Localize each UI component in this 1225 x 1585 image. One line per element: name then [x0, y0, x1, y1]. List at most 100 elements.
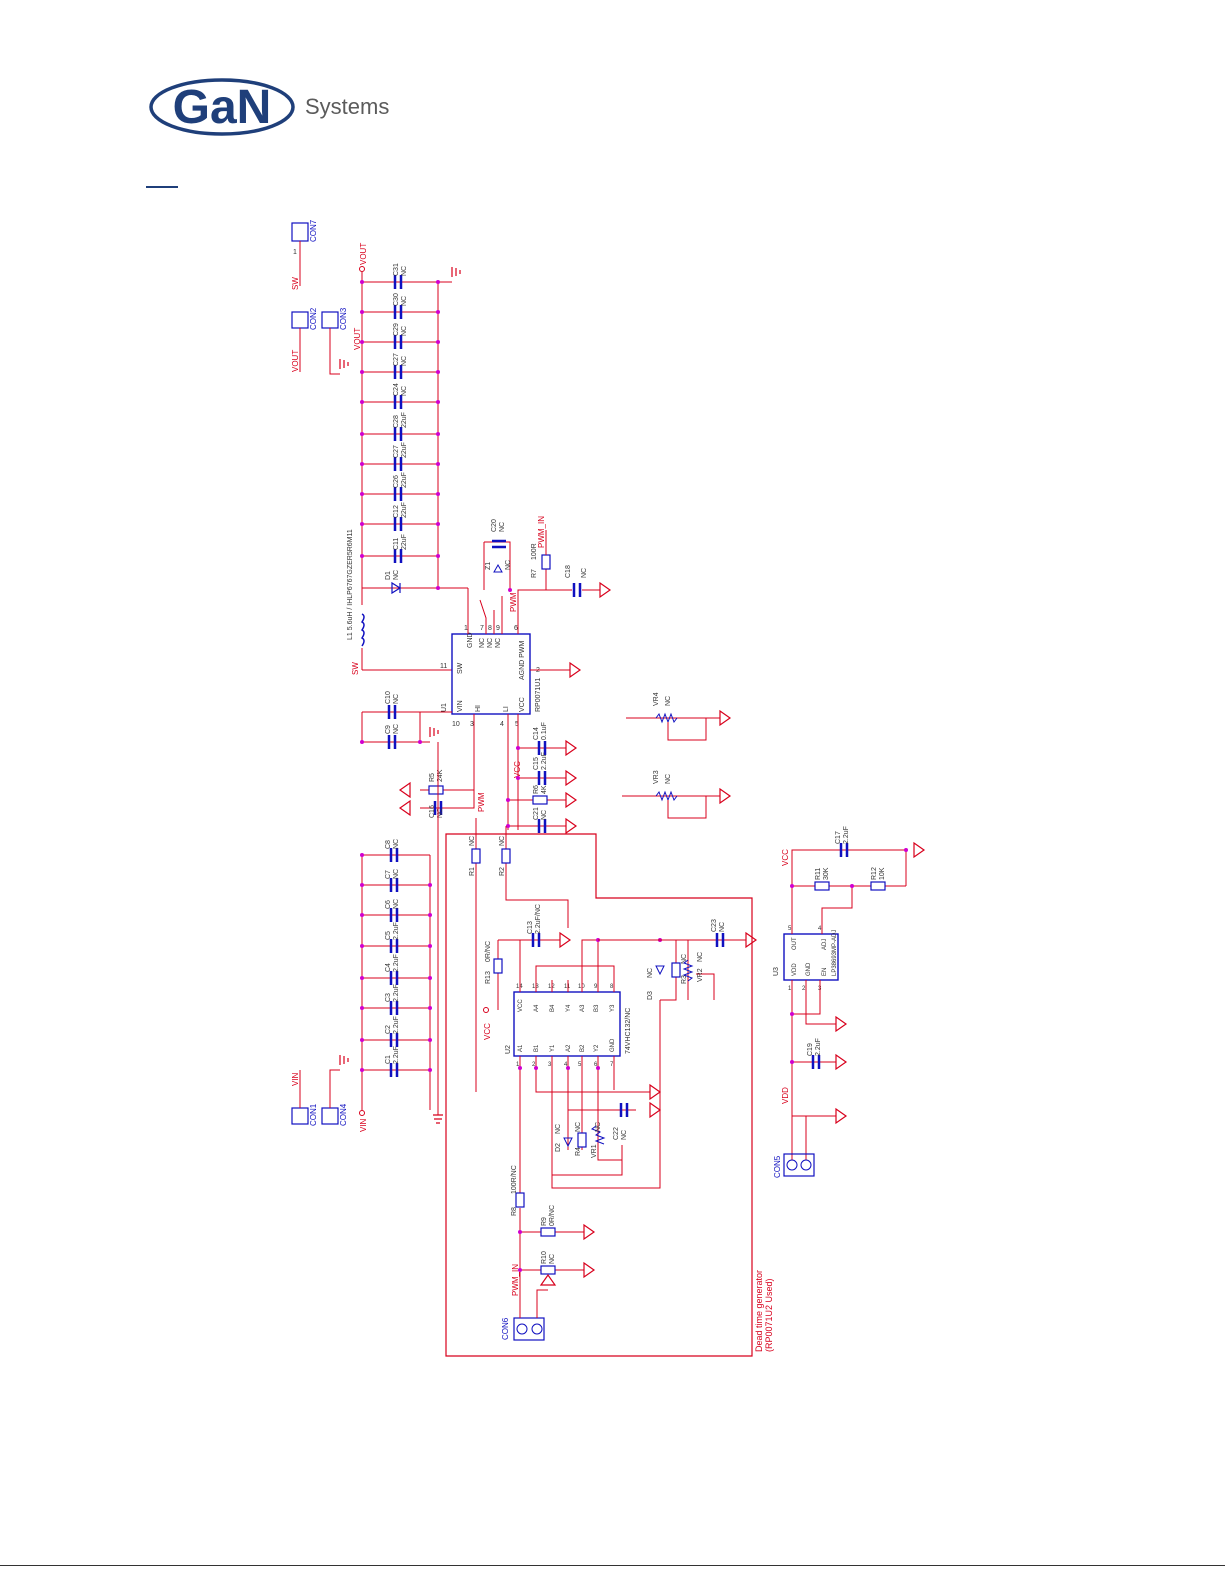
c13-ref: C13 — [527, 921, 534, 934]
cap-c8: C8 NC — [360, 839, 430, 864]
c4-ref: C4 — [385, 963, 392, 972]
c15-ref: C15 — [533, 757, 540, 770]
c29-val: NC — [401, 326, 408, 336]
c9-ref: C9 — [385, 725, 392, 734]
u1-pin-agnd: AGND PWM — [519, 641, 526, 680]
c27b-val: 22uF — [401, 442, 408, 458]
c8-val: NC — [393, 839, 400, 849]
pwm-in-net-top: PWM_IN — [537, 516, 546, 548]
u1-pin-hi: HI — [475, 705, 482, 712]
c6-ref: C6 — [385, 900, 392, 909]
u2-top-pin-3: B4 — [550, 1004, 556, 1012]
vout-net: VOUT — [359, 243, 368, 265]
cap-c4: C4 2.2uF — [360, 954, 432, 987]
u2-bottom-pin-2: B1 — [534, 1044, 540, 1052]
cap-c29: C29 NC — [360, 323, 440, 351]
d3-val: NC — [647, 968, 654, 978]
u2-bottom-num-7: 7 — [610, 1062, 614, 1068]
r3-ref: R3 — [681, 975, 688, 984]
footer-divider — [0, 1565, 1225, 1566]
u1-pin-4: 4 — [500, 721, 504, 728]
c29-ref: C29 — [393, 323, 400, 336]
inductor-l1: L1 5.6uH / IHLP6767GZER5R6M11 — [347, 529, 365, 670]
cap-c30: C30 NC — [360, 293, 440, 321]
con7-pin: 1 — [293, 249, 297, 256]
u3-pin-vdd: VDD — [792, 963, 798, 976]
cap-c12: C12 22uF — [360, 502, 440, 533]
r7-val: 100R — [531, 543, 538, 560]
u1-part: RP0071U1 — [535, 678, 542, 712]
u2-bottom-num-1: 1 — [516, 1062, 520, 1068]
c21-val: NC — [541, 810, 548, 820]
u2-part: 74VHC132/NC — [625, 1008, 632, 1054]
r1-val: NC — [469, 836, 476, 846]
con2-label: CON2 — [309, 307, 318, 330]
c3-val: 2.2uF — [393, 984, 400, 1002]
u1-pin-vcc: VCC — [519, 697, 526, 712]
u3-pin-en: EN — [822, 968, 828, 976]
vcc-net-u1: VCC — [513, 761, 522, 778]
u2-top-num-6: 9 — [594, 984, 598, 990]
con3-label: CON3 — [339, 307, 348, 330]
c20-ref: C20 — [491, 519, 498, 532]
vdd-net: VDD — [781, 1087, 790, 1104]
c11-val: 22uF — [401, 534, 408, 550]
l1-label: L1 5.6uH / IHLP6767GZER5R6M11 — [347, 529, 354, 640]
connector-con1: CON1 VIN — [291, 1070, 318, 1126]
u1-pin-8: 8 — [488, 625, 492, 632]
u1-ref: U1 — [441, 703, 448, 712]
u1-support-parts: C14 0.1uF C15 2.2uF VCC R6 4K C21 NC — [506, 714, 577, 835]
logo-letters: GaN — [173, 81, 272, 134]
c22-val: NC — [621, 1130, 628, 1140]
d2-val: NC — [555, 1124, 562, 1134]
c13-val: 2.2uF/NC — [535, 904, 542, 934]
r9-val: 0R/NC — [549, 1205, 556, 1226]
u2-top-pin-6: B3 — [594, 1004, 600, 1012]
heading-underline — [146, 186, 178, 188]
c12-ref: C12 — [393, 505, 400, 518]
c17-ref: C17 — [835, 831, 842, 844]
c10-ref: C10 — [385, 691, 392, 704]
r11-val: 30K — [823, 867, 830, 880]
u1-pin-5: 5 — [515, 721, 519, 728]
cap-c9-c10: C10 NC C9 NC — [360, 691, 452, 751]
u1-pin-7: 7 — [480, 625, 484, 632]
u3-num-1: 1 — [788, 986, 792, 992]
r12-val: 10K — [879, 867, 886, 880]
r12-ref: R12 — [871, 867, 878, 880]
r6-val: 4K — [541, 785, 548, 794]
u2-bottom-pin-3: Y1 — [550, 1044, 556, 1052]
u2-bottom-num-6: 6 — [594, 1062, 598, 1068]
u2-bottom-pin-7: GND — [610, 1038, 616, 1052]
c30-val: NC — [401, 296, 408, 306]
con2-net: VOUT — [291, 350, 300, 372]
con7-label: CON7 — [309, 219, 318, 242]
d3-ref: D3 — [647, 991, 654, 1000]
vr3-ref: VR3 — [653, 770, 660, 784]
cap-c31: C31 NC — [360, 263, 440, 291]
cap-c27a: C27 NC — [360, 353, 440, 381]
c23-val: NC — [719, 922, 726, 932]
u3-num-4: 4 — [818, 926, 822, 932]
r8-ref: R8 — [511, 1207, 518, 1216]
u2-bottom-pin-5: B2 — [580, 1044, 586, 1052]
cap-c28: C28 22uF — [360, 412, 440, 443]
r2-val: NC — [499, 836, 506, 846]
vcc-net-u3: VCC — [781, 849, 790, 866]
r13-ref: R13 — [485, 971, 492, 984]
u2-bottom-num-2: 2 — [532, 1062, 536, 1068]
vr2-ref: VR2 — [697, 968, 704, 982]
con6-label: CON6 — [501, 1317, 510, 1340]
u1-pin-6: 6 — [514, 625, 518, 632]
cap-c27b: C27 22uF — [360, 442, 440, 473]
c23-ref: C23 — [711, 919, 718, 932]
cap-c5: C5 2.2uF — [360, 922, 432, 955]
diode-d1: D1 NC — [362, 570, 468, 595]
u1-pin-9: 9 — [496, 625, 500, 632]
c18-ref: C18 — [565, 565, 572, 578]
z1-ref: Z1 — [485, 562, 492, 570]
c27b-ref: C27 — [393, 445, 400, 458]
cap-c7: C7 NC — [360, 869, 432, 894]
u2-bottom-num-3: 3 — [548, 1062, 552, 1068]
d2-ref: D2 — [555, 1143, 562, 1152]
